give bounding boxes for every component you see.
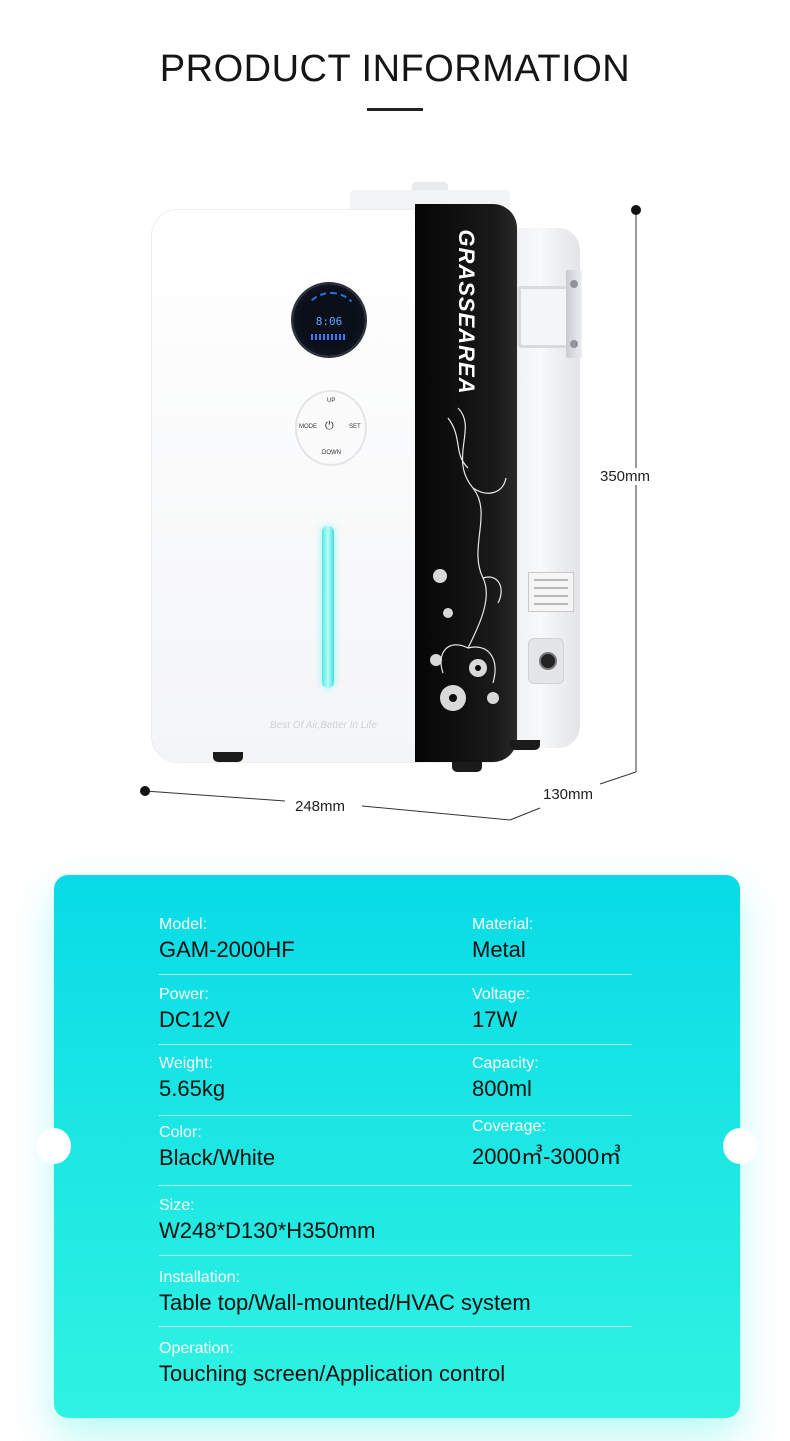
spec-row: Installation: Table top/Wall-mounted/HVA… (159, 1269, 632, 1327)
spec-label: Voltage: (472, 986, 530, 1003)
oil-level-light (322, 526, 334, 688)
power-icon[interactable]: ⏻ (325, 420, 334, 432)
spec-row: Size: W248*D130*H350mm (159, 1197, 632, 1256)
product-image: GRASSEAREA 8:06 UP MODE ⏻ (152, 182, 582, 772)
spec-voltage: Voltage: 17W (472, 986, 530, 1033)
wall-bracket (566, 270, 582, 358)
spec-value: Black/White (159, 1145, 276, 1170)
foot-back-right (510, 740, 540, 750)
display-ring (301, 292, 361, 352)
spec-value: 5.65kg (159, 1076, 226, 1101)
spec-value: 2000㎥-3000㎥ (472, 1144, 622, 1169)
spec-label: Material: (472, 916, 534, 933)
card-notch-right (723, 1128, 757, 1164)
height-dimension: 350mm (600, 468, 651, 485)
spec-value: Table top/Wall-mounted/HVAC system (159, 1290, 531, 1315)
dimension-lines (140, 205, 641, 821)
depth-dimension: 130mm (543, 786, 594, 803)
floral-decoration-icon (430, 407, 507, 711)
title-underline (367, 108, 423, 111)
spec-row: Power: DC12V Voltage: 17W (159, 986, 632, 1045)
foot-front-right (452, 762, 482, 772)
control-keypad: UP MODE ⏻ SET DOWN (295, 390, 367, 466)
spec-row: Weight: 5.65kg Capacity: 800ml (159, 1055, 632, 1116)
spec-sticker (528, 572, 574, 612)
spec-power: Power: DC12V (159, 986, 230, 1033)
spec-capacity: Capacity: 800ml (472, 1055, 539, 1102)
spec-value: GAM-2000HF (159, 937, 295, 962)
spec-coverage: Coverage: 2000㎥-3000㎥ (472, 1118, 621, 1171)
spec-material: Material: Metal (472, 916, 533, 963)
power-socket (528, 638, 564, 684)
display-time: 8:06 (315, 315, 343, 328)
spec-label: Capacity: (472, 1055, 539, 1072)
spec-label: Power: (159, 986, 209, 1003)
spec-label: Size: (159, 1197, 195, 1214)
spec-row: Model: GAM-2000HF Material: Metal (159, 916, 632, 975)
spec-label: Color: (159, 1124, 202, 1141)
device-slogan: Best Of Air,Better In Life (270, 720, 377, 731)
spec-color: Color: Black/White (159, 1124, 275, 1171)
page-title: PRODUCT INFORMATION (159, 48, 631, 90)
width-dimension: 248mm (295, 798, 346, 815)
spec-label: Installation: (159, 1269, 240, 1286)
spec-label: Model: (159, 916, 208, 933)
set-button[interactable]: SET (349, 424, 361, 430)
spec-value: 800ml (472, 1076, 532, 1101)
spec-model: Model: GAM-2000HF (159, 916, 295, 963)
card-notch-left (37, 1128, 71, 1164)
spec-card: Model: GAM-2000HF Material: Metal Power:… (54, 875, 740, 1418)
lcd-display: 8:06 (293, 284, 365, 356)
spec-installation: Installation: Table top/Wall-mounted/HVA… (159, 1269, 531, 1316)
spec-operation: Operation: Touching screen/Application c… (159, 1340, 505, 1387)
spec-value: Metal (472, 937, 526, 962)
spec-row: Operation: Touching screen/Application c… (159, 1340, 632, 1398)
spec-row: Color: Black/White Coverage: 2000㎥-3000㎥ (159, 1118, 632, 1186)
spec-value: Touching screen/Application control (159, 1361, 506, 1386)
spec-value: DC12V (159, 1007, 230, 1032)
spec-value: W248*D130*H350mm (159, 1218, 376, 1243)
spec-value: 17W (472, 1007, 518, 1032)
spec-weight: Weight: 5.65kg (159, 1055, 225, 1102)
decor-panel (415, 204, 517, 762)
mode-button[interactable]: MODE (299, 424, 317, 430)
foot-front-left (213, 752, 243, 762)
spec-label: Coverage: (472, 1118, 546, 1135)
spec-size: Size: W248*D130*H350mm (159, 1197, 375, 1244)
down-button[interactable]: DOWN (322, 450, 341, 456)
up-button[interactable]: UP (327, 398, 336, 404)
display-level-bars (311, 334, 347, 340)
spec-label: Weight: (159, 1055, 213, 1072)
spec-label: Operation: (159, 1340, 234, 1357)
